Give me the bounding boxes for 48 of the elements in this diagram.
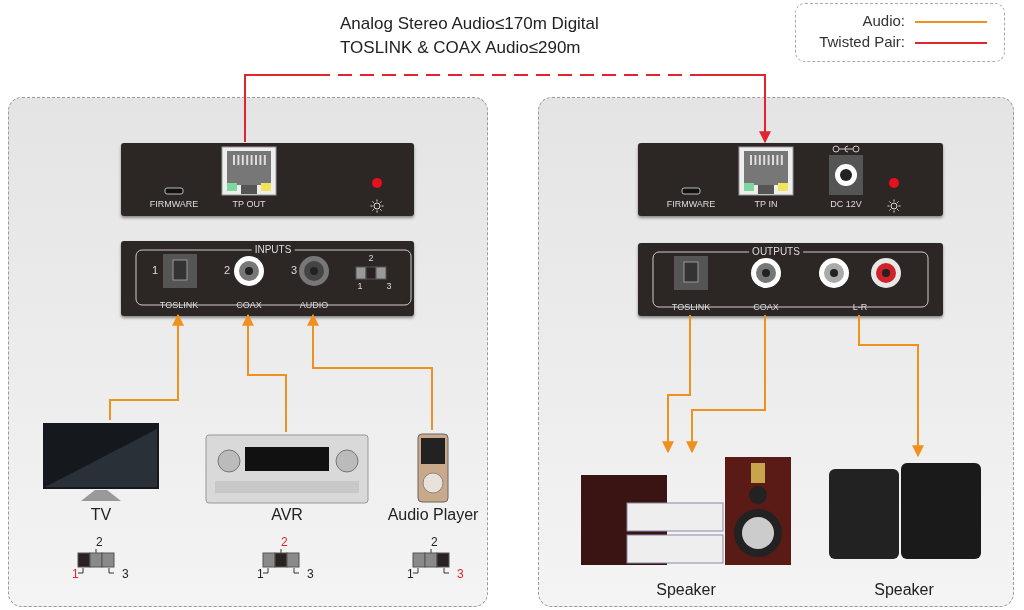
port-label: 1 [151, 265, 159, 276]
port-label: COAX [236, 300, 262, 311]
device-panel [638, 143, 943, 216]
device-panel [121, 143, 414, 216]
legend-label: Audio: [862, 12, 905, 29]
device-label: AVR [271, 506, 303, 524]
port-label: COAX [753, 302, 779, 313]
device-label: TV [90, 506, 112, 524]
port-label: DC 12V [830, 199, 862, 210]
legend-label: Twisted Pair: [819, 33, 905, 50]
port-label: TP IN [754, 199, 778, 210]
connector-arrow [858, 314, 924, 458]
connector-arrow [109, 313, 184, 421]
port-label: OUTPUTS [749, 246, 803, 257]
switch-position-number: 2 [96, 535, 103, 549]
connector-arrow [242, 313, 287, 433]
port-label: 3 [290, 265, 298, 276]
device-label: Speaker [874, 581, 934, 599]
switch-position-number: 1 [407, 567, 414, 581]
switch-position-number: 3 [457, 567, 464, 581]
port-label: 1 [357, 281, 363, 292]
port-label: INPUTS [251, 244, 295, 255]
switch-position-number: 1 [257, 567, 264, 581]
port-label: FIRMWARE [149, 199, 199, 210]
connector-arrow [307, 313, 433, 431]
port-label: 2 [223, 265, 231, 276]
device-panel [121, 241, 414, 316]
device-panel [638, 243, 943, 316]
switch-position-number: 1 [72, 567, 79, 581]
port-label: AUDIO [299, 300, 329, 311]
port-label: TP OUT [232, 199, 266, 210]
area-panel [538, 97, 1014, 607]
switch-position-number: 2 [431, 535, 438, 549]
port-label: FIRMWARE [666, 199, 716, 210]
port-label: L-R [852, 302, 868, 313]
device-label: Audio Player [387, 506, 479, 524]
port-label: 2 [368, 253, 374, 264]
connector-arrow [662, 314, 691, 454]
port-label: TOSLINK [159, 300, 199, 311]
switch-position-number: 3 [122, 567, 129, 581]
connector-arrow [244, 74, 771, 144]
port-label: TOSLINK [671, 302, 711, 313]
switch-position-number: 2 [281, 535, 288, 549]
switch-position-number: 3 [307, 567, 314, 581]
connector-arrow [686, 314, 766, 454]
device-label: Speaker [656, 581, 716, 599]
port-label: 3 [386, 281, 392, 292]
area-panel [8, 97, 488, 607]
